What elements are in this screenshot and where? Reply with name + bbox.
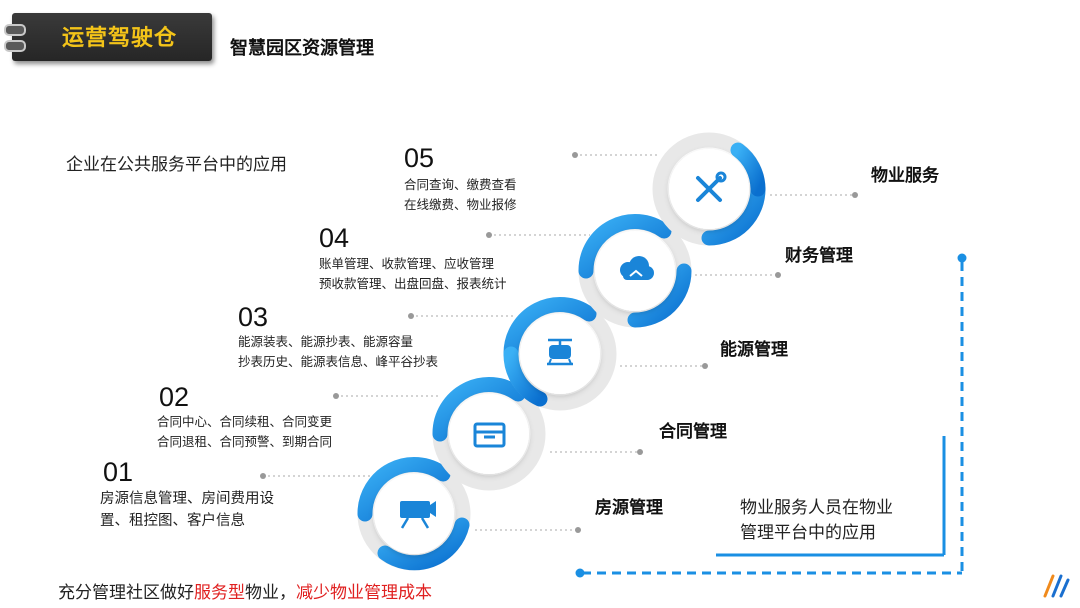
left-leader-lines [263,154,660,477]
bracket-dot-top [957,253,967,263]
step-number-5: 05 [404,143,435,173]
step-label-3: 能源管理 [720,340,788,360]
step-number-4: 04 [319,223,350,253]
right-leader-lines [475,194,855,531]
bottom-slogan: 充分管理社区做好服务型物业，减少物业管理成本 [58,583,432,603]
step-circle-2 [432,377,546,491]
step-desc-5: 合同查询、缴费查看在线缴费、物业报修 [404,177,517,212]
highlight-service-type: 服务型 [194,583,245,603]
projector-icon [400,501,436,529]
highlight-reduce-cost: 减少物业管理成本 [296,583,432,603]
tools-icon [696,171,727,202]
meter-drone-icon [547,338,573,366]
step-desc-3: 能源装表、能源抄表、能源容量抄表历史、能源表信息、峰平谷抄表 [238,334,439,369]
step-number-3: 03 [238,302,269,332]
binder-ring-icon [4,24,26,36]
page-title: 智慧园区资源管理 [230,38,374,59]
step-desc-1: 房源信息管理、房间费用设置、租控图、客户信息 [100,491,274,529]
left-leader-dots [260,152,578,479]
archive-box-icon [473,422,506,448]
binder-ring-icon [4,40,26,52]
step-label-2: 合同管理 [659,422,727,442]
right-leader-dots [575,192,858,533]
step-circle-1 [357,457,471,571]
badge-title: 运营驾驶仓 [62,26,178,51]
header-badge [12,13,212,61]
step-label-5: 物业服务 [871,166,939,186]
inner-corner [716,436,946,557]
step-label-1: 房源管理 [595,498,663,518]
step-number-1: 01 [103,457,134,487]
cloud-sync-icon [620,256,654,280]
corner-logo [1043,574,1070,598]
dashed-bracket [582,262,964,575]
bracket-dot-left [575,568,585,578]
step-number-2: 02 [159,382,190,412]
right-note: 物业服务人员在物业管理平台中的应用 [740,498,893,543]
left-subtitle: 企业在公共服务平台中的应用 [66,155,287,175]
step-label-4: 财务管理 [785,246,853,266]
step-desc-2: 合同中心、合同续租、合同变更合同退租、合同预警、到期合同 [157,414,333,449]
step-desc-4: 账单管理、收款管理、应收管理预收款管理、出盘回盘、报表统计 [319,256,507,291]
